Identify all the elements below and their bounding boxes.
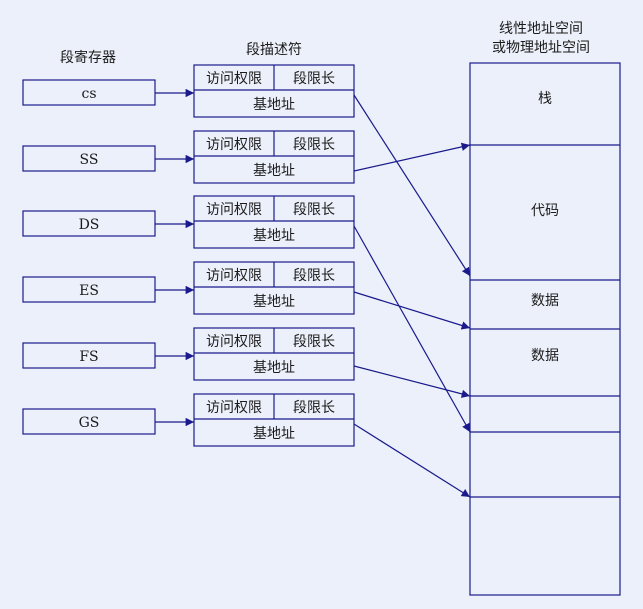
segment-descriptors: 访问权限段限长基地址访问权限段限长基地址访问权限段限长基地址访问权限段限长基地址… (193, 64, 355, 447)
address-space-header-line2: 或物理地址空间 (492, 40, 590, 56)
descriptor-access-rights: 访问权限 (206, 400, 262, 416)
descriptor-segment-limit: 段限长 (293, 202, 335, 218)
register-fs: FS (22, 342, 156, 369)
descriptor-to-memory-arrow (353, 365, 471, 398)
descriptor-access-rights: 访问权限 (206, 137, 262, 153)
descriptor-access-rights: 访问权限 (206, 334, 262, 350)
register-box (22, 210, 156, 237)
register-ss: SS (22, 145, 156, 172)
register-label: GS (79, 415, 100, 431)
address-space-header-line1: 线性地址空间 (499, 21, 583, 37)
register-box (22, 342, 156, 369)
register-es: ES (22, 276, 156, 303)
registers-header: 段寄存器 (60, 49, 116, 66)
descriptor-to-memory-arrow (353, 142, 471, 172)
register-box (22, 145, 156, 172)
descriptor-base-address: 基地址 (253, 162, 295, 179)
register-gs: GS (22, 408, 156, 435)
register-label: cs (81, 86, 96, 102)
register-box (22, 408, 156, 435)
descriptors-header: 段描述符 (246, 42, 302, 58)
descriptor-base-address: 基地址 (253, 359, 295, 376)
register-ds: DS (22, 210, 156, 237)
register-cs: cs (22, 79, 156, 106)
descriptor-to-memory-arrow (353, 423, 471, 498)
descriptor-base-address: 基地址 (253, 227, 295, 244)
memory-block-label: 代码 (531, 203, 559, 219)
descriptor-segment-limit: 段限长 (293, 334, 335, 350)
register-label: ES (79, 283, 99, 299)
descriptor-access-rights: 访问权限 (206, 71, 262, 87)
register-label: DS (79, 217, 100, 233)
memory-block-label: 数据 (531, 348, 559, 364)
memory-block-label: 栈 (538, 91, 552, 107)
descriptor-access-rights: 访问权限 (206, 268, 262, 284)
descriptor-segment-limit: 段限长 (293, 71, 335, 87)
descriptor-access-rights: 访问权限 (206, 202, 262, 218)
register-label: FS (79, 349, 98, 365)
descriptor-base-address: 基地址 (253, 425, 295, 442)
descriptor-base-address: 基地址 (253, 293, 295, 310)
descriptor-to-memory-arrow (353, 225, 471, 433)
memory-block-label: 数据 (531, 293, 559, 309)
descriptor-segment-limit: 段限长 (293, 400, 335, 416)
register-box (22, 79, 156, 106)
descriptor-base-address: 基地址 (253, 96, 295, 113)
descriptor-to-memory-arrow (353, 291, 471, 330)
descriptor-segment-limit: 段限长 (293, 137, 335, 153)
descriptor-to-memory-arrow (353, 94, 471, 277)
descriptor-segment-limit: 段限长 (293, 268, 335, 284)
connectors (155, 88, 471, 498)
register-label: SS (80, 152, 99, 168)
